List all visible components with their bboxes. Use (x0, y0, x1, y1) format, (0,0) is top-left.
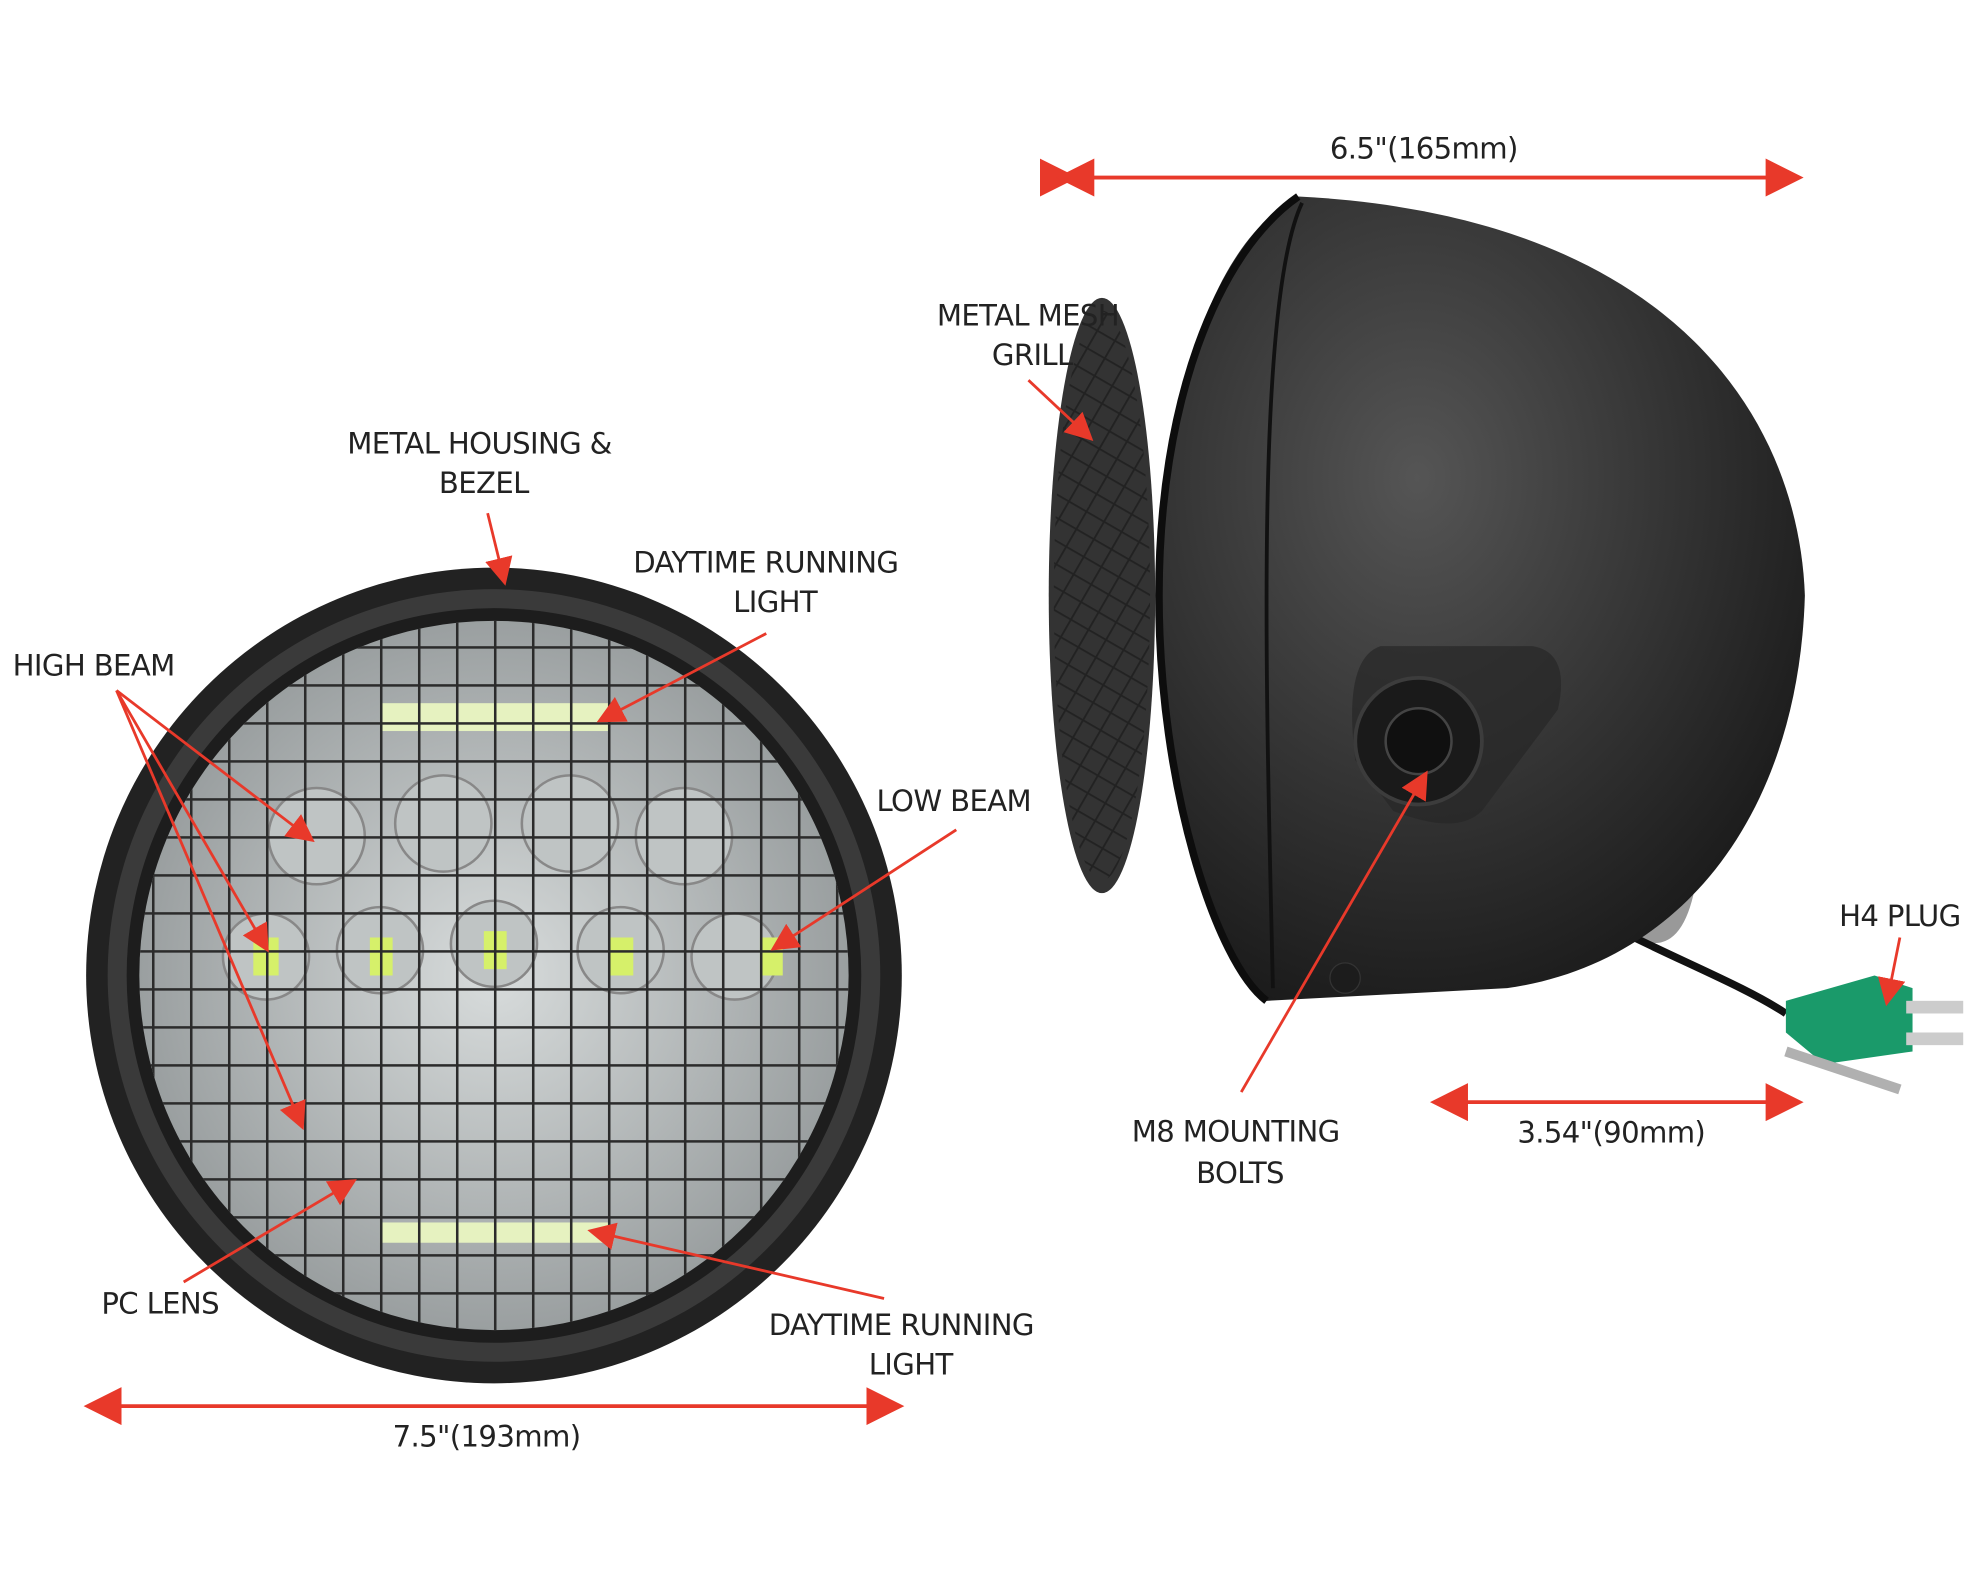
label-m8-bolts: M8 MOUNTING BOLTS (1132, 1114, 1348, 1190)
h4-plug (1784, 975, 1964, 1095)
side-headlight (1048, 193, 1964, 1095)
label-pc-lens: PC LENS (101, 1287, 219, 1321)
label-low-beam: LOW BEAM (876, 784, 1031, 818)
front-headlight (86, 567, 902, 1384)
label-drl-top: DAYTIME RUNNING LIGHT (633, 546, 907, 619)
dimension-side-depth: 3.54"(90mm) (1517, 1116, 1705, 1150)
label-h4-plug: H4 PLUG (1839, 899, 1960, 933)
mesh-grill-front (139, 620, 849, 1331)
dimension-front-diameter: 7.5"(193mm) (393, 1420, 581, 1454)
cable (1619, 927, 1788, 1017)
label-drl-bottom: DAYTIME RUNNING LIGHT (769, 1308, 1043, 1381)
label-metal-housing: METAL HOUSING & BEZEL (347, 427, 620, 500)
callout-arrows (115, 379, 1906, 1300)
dimension-side-width: 6.5"(165mm) (1330, 132, 1518, 166)
label-metal-mesh: METAL MESH GRILL (937, 299, 1128, 372)
label-high-beam: HIGH BEAM (13, 648, 175, 682)
